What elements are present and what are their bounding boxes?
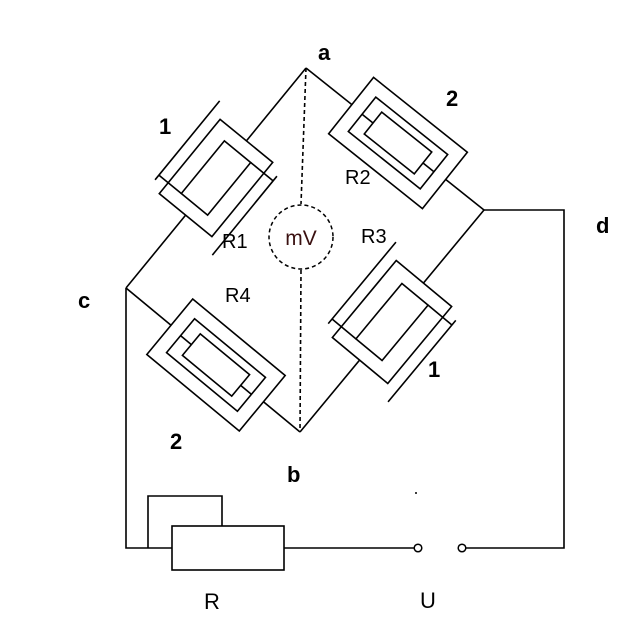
group-label-1-left: 1 xyxy=(159,114,171,139)
source-terminal-left xyxy=(413,543,423,553)
rheostat-slider xyxy=(147,495,223,548)
stray-dot xyxy=(415,492,417,494)
millivoltmeter xyxy=(268,204,334,270)
label-r2: R2 xyxy=(345,167,371,189)
group-label-2-bottom: 2 xyxy=(170,429,182,454)
source-label: U xyxy=(420,588,436,613)
resistor-r1 xyxy=(154,100,278,256)
label-r1: R1 xyxy=(222,231,248,253)
group-label-2-top: 2 xyxy=(446,86,458,111)
label-r4: R4 xyxy=(225,285,251,307)
node-label-b: b xyxy=(287,462,300,487)
resistor-r3 xyxy=(327,241,457,403)
node-label-a: a xyxy=(318,40,331,65)
meter-lead-bottom xyxy=(299,269,302,433)
rheostat xyxy=(171,525,285,571)
label-r3: R3 xyxy=(361,226,387,248)
meter-label: mV xyxy=(285,227,317,250)
group-label-1-right: 1 xyxy=(428,357,440,382)
rheostat-label: R xyxy=(204,589,220,614)
wire-c-rheostat xyxy=(125,288,172,549)
resistor-r2 xyxy=(327,76,469,210)
node-label-c: c xyxy=(78,288,90,313)
wire-d-source xyxy=(464,209,565,549)
resistor-r4 xyxy=(145,297,287,433)
meter-lead-top xyxy=(300,67,307,205)
node-label-d: d xyxy=(596,213,609,238)
source-terminal-right xyxy=(457,543,467,553)
